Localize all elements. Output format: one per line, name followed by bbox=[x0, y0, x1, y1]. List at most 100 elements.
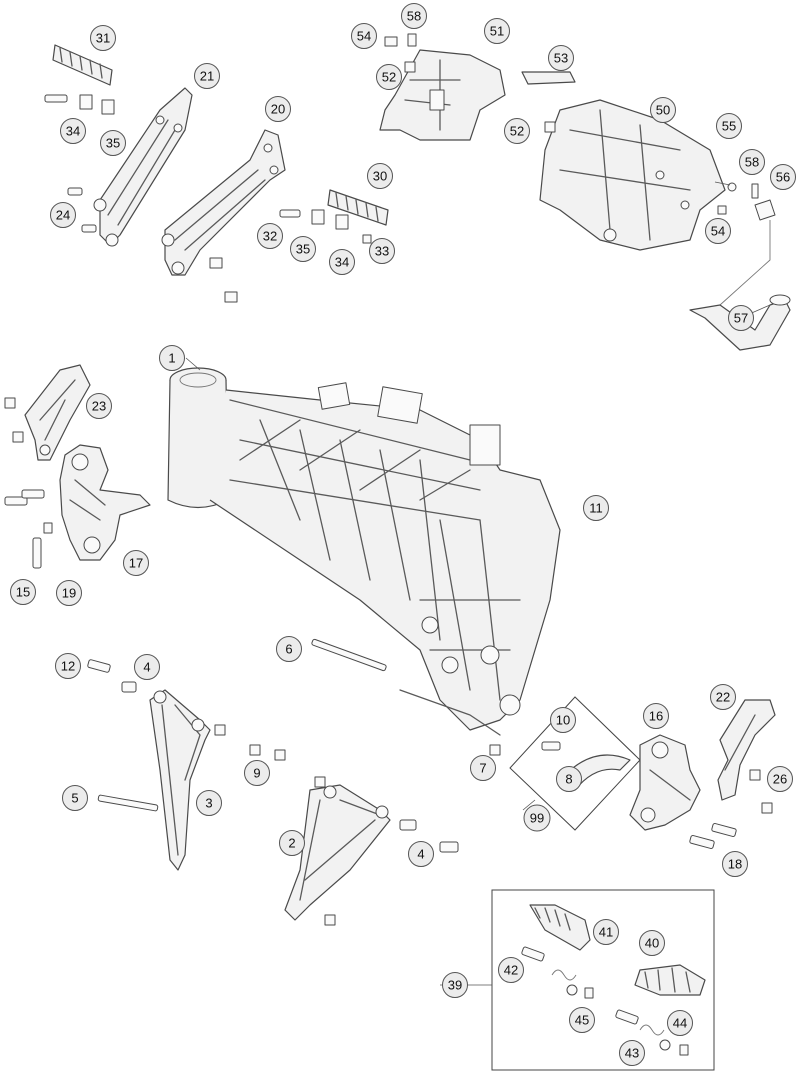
callout-1: 1 bbox=[159, 345, 185, 371]
callout-6: 6 bbox=[276, 636, 302, 662]
callout-18: 18 bbox=[722, 851, 748, 877]
svg-text:15: 15 bbox=[16, 585, 30, 600]
svg-text:21: 21 bbox=[200, 69, 214, 84]
callout-54: 54 bbox=[705, 218, 731, 244]
svg-text:4: 4 bbox=[143, 660, 150, 675]
svg-text:45: 45 bbox=[575, 1013, 589, 1028]
svg-text:32: 32 bbox=[263, 229, 277, 244]
callout-16: 16 bbox=[643, 703, 669, 729]
svg-text:43: 43 bbox=[625, 1046, 639, 1061]
svg-text:30: 30 bbox=[373, 169, 387, 184]
callout-32: 32 bbox=[257, 223, 283, 249]
svg-text:58: 58 bbox=[745, 155, 759, 170]
svg-text:26: 26 bbox=[773, 772, 787, 787]
mount-3 bbox=[149, 689, 211, 871]
svg-text:2: 2 bbox=[288, 836, 295, 851]
svg-text:33: 33 bbox=[375, 244, 389, 259]
svg-text:52: 52 bbox=[382, 70, 396, 85]
bracket-22 bbox=[717, 699, 776, 801]
callout-30: 30 bbox=[367, 163, 393, 189]
callout-20: 20 bbox=[265, 96, 291, 122]
svg-text:35: 35 bbox=[296, 242, 310, 257]
svg-text:53: 53 bbox=[554, 51, 568, 66]
main-frame bbox=[167, 367, 561, 736]
callout-55: 55 bbox=[716, 113, 742, 139]
callout-40: 40 bbox=[639, 930, 665, 956]
callout-52: 52 bbox=[376, 64, 402, 90]
footrest-30 bbox=[327, 189, 389, 226]
svg-text:57: 57 bbox=[734, 311, 748, 326]
bolts-lower-left bbox=[87, 638, 501, 926]
svg-text:44: 44 bbox=[673, 1016, 687, 1031]
callout-42: 42 bbox=[498, 957, 524, 983]
callout-7: 7 bbox=[470, 755, 496, 781]
callout-57: 57 bbox=[728, 305, 754, 331]
callout-54: 54 bbox=[351, 23, 377, 49]
callout-4: 4 bbox=[408, 841, 434, 867]
svg-text:8: 8 bbox=[565, 772, 572, 787]
callout-50: 50 bbox=[650, 97, 676, 123]
svg-text:50: 50 bbox=[656, 103, 670, 118]
mount-2 bbox=[284, 784, 391, 921]
svg-text:19: 19 bbox=[62, 586, 76, 601]
callout-43: 43 bbox=[619, 1040, 645, 1066]
kit-39-box bbox=[491, 889, 715, 1071]
callout-39: 39 bbox=[442, 972, 468, 998]
svg-text:58: 58 bbox=[407, 9, 421, 24]
svg-text:1: 1 bbox=[168, 351, 175, 366]
svg-text:56: 56 bbox=[776, 170, 790, 185]
callout-58: 58 bbox=[401, 3, 427, 29]
svg-text:17: 17 bbox=[129, 556, 143, 571]
svg-text:10: 10 bbox=[556, 713, 570, 728]
svg-text:16: 16 bbox=[649, 709, 663, 724]
bolts-right bbox=[689, 769, 773, 850]
callout-8: 8 bbox=[556, 766, 582, 792]
bracket-51 bbox=[379, 49, 506, 141]
callout-10: 10 bbox=[550, 707, 576, 733]
callout-34: 34 bbox=[60, 118, 86, 144]
svg-text:34: 34 bbox=[66, 124, 80, 139]
footrest-bracket-21 bbox=[93, 87, 193, 247]
svg-text:42: 42 bbox=[504, 963, 518, 978]
callout-3: 3 bbox=[196, 790, 222, 816]
callout-34: 34 bbox=[329, 249, 355, 275]
callout-35: 35 bbox=[290, 236, 316, 262]
callout-58: 58 bbox=[739, 149, 765, 175]
callout-4: 4 bbox=[134, 654, 160, 680]
callout-23: 23 bbox=[86, 393, 112, 419]
svg-text:23: 23 bbox=[92, 399, 106, 414]
svg-text:51: 51 bbox=[490, 24, 504, 39]
footrest-31 bbox=[52, 44, 113, 86]
svg-text:11: 11 bbox=[589, 501, 603, 516]
svg-text:55: 55 bbox=[722, 119, 736, 134]
svg-text:40: 40 bbox=[645, 936, 659, 951]
svg-text:39: 39 bbox=[448, 978, 462, 993]
svg-text:52: 52 bbox=[510, 124, 524, 139]
callout-56: 56 bbox=[770, 164, 796, 190]
svg-text:3: 3 bbox=[205, 796, 212, 811]
housing-50 bbox=[539, 99, 726, 251]
svg-text:5: 5 bbox=[71, 791, 78, 806]
svg-text:4: 4 bbox=[417, 847, 424, 862]
bracket-23 bbox=[24, 364, 91, 461]
callout-21: 21 bbox=[194, 63, 220, 89]
small-hardware-top-left bbox=[44, 94, 372, 303]
callout-99: 99 bbox=[523, 804, 551, 832]
callout-26: 26 bbox=[767, 766, 793, 792]
small-hardware-left bbox=[4, 397, 53, 569]
svg-text:35: 35 bbox=[106, 136, 120, 151]
svg-text:6: 6 bbox=[285, 642, 292, 657]
callout-53: 53 bbox=[548, 45, 574, 71]
callout-52: 52 bbox=[504, 118, 530, 144]
callout-17: 17 bbox=[123, 550, 149, 576]
svg-text:31: 31 bbox=[96, 31, 110, 46]
svg-text:7: 7 bbox=[479, 761, 486, 776]
svg-text:22: 22 bbox=[716, 690, 730, 705]
callout-2: 2 bbox=[279, 830, 305, 856]
callout-41: 41 bbox=[593, 919, 619, 945]
callout-5: 5 bbox=[62, 785, 88, 811]
callout-19: 19 bbox=[56, 580, 82, 606]
svg-text:99: 99 bbox=[530, 811, 544, 826]
callout-31: 31 bbox=[90, 25, 116, 51]
